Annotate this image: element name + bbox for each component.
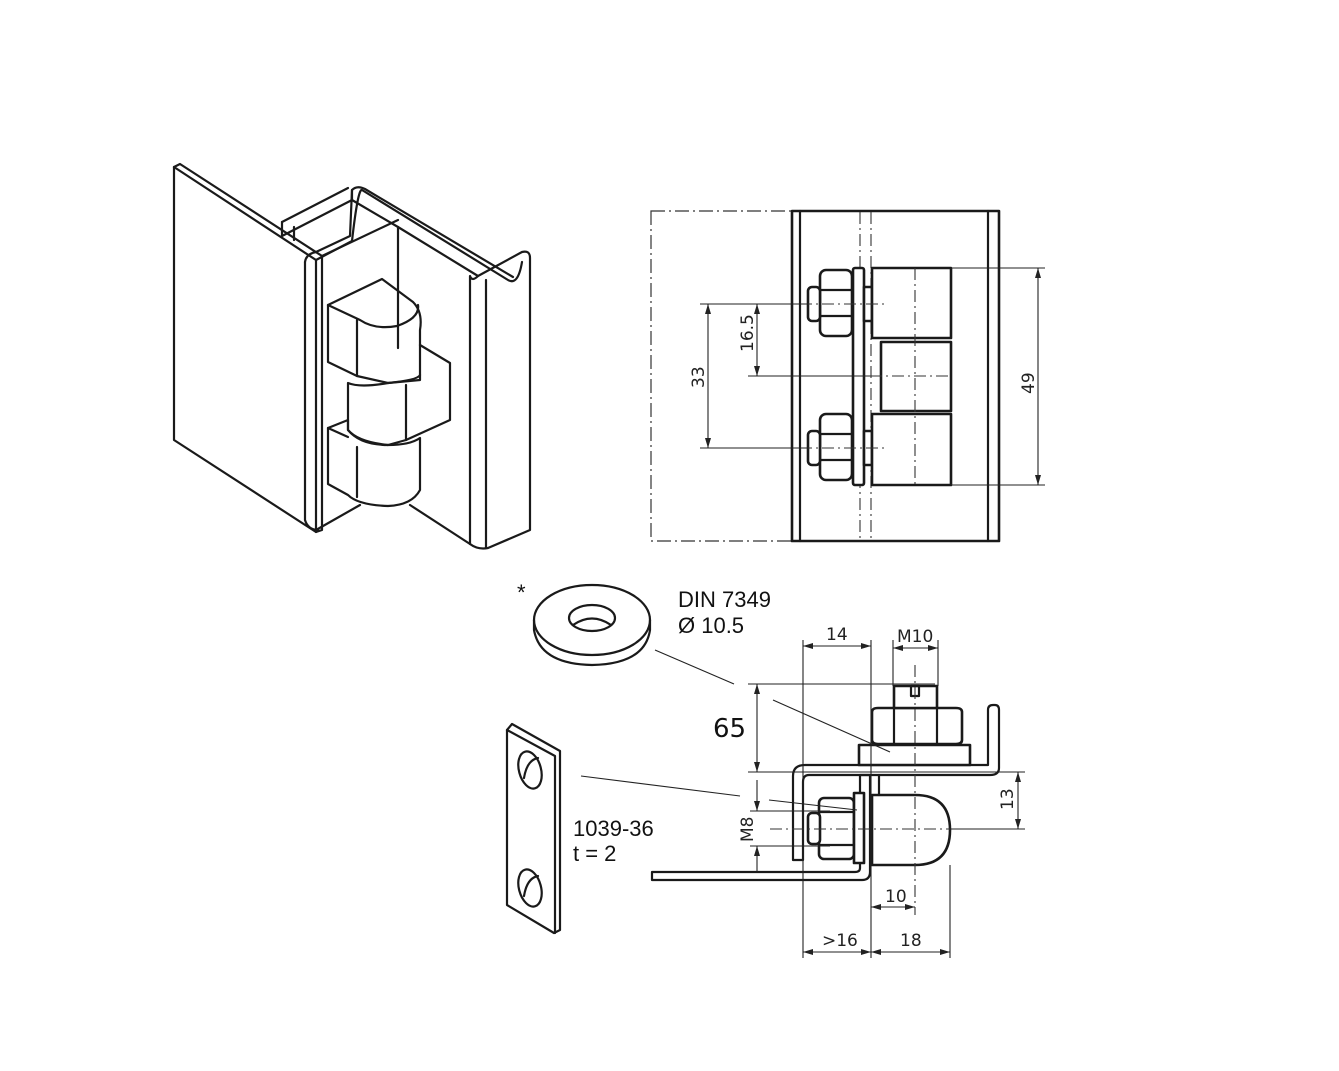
dim-min-16: >16 <box>822 931 858 951</box>
dim-thread-m10: M10 <box>897 627 933 647</box>
dim-pitch: 33 <box>689 366 709 388</box>
plate-thickness: t = 2 <box>573 841 616 866</box>
section-view: 14 M10 65 M8 13 10 >16 18 <box>650 625 1025 958</box>
dim-height: 49 <box>1019 372 1039 394</box>
isometric-hinge-view <box>172 162 532 550</box>
plate-part-number: 1039-36 <box>573 816 654 841</box>
dim-overall-65: 65 <box>713 714 746 744</box>
dim-thread-m8: M8 <box>738 817 758 842</box>
dim-width-18: 18 <box>900 931 922 951</box>
plate-detail: 1039-36 t = 2 <box>505 722 741 935</box>
dim-pitch-half: 16.5 <box>738 314 758 352</box>
washer-standard: DIN 7349 <box>678 587 771 612</box>
dim-width-14: 14 <box>826 625 848 645</box>
dim-offset-13: 13 <box>998 788 1018 810</box>
front-view: 33 16.5 49 <box>650 209 1045 543</box>
washer-diameter: Ø 10.5 <box>678 613 744 638</box>
dim-offset-10: 10 <box>885 887 907 907</box>
washer-detail: * DIN 7349 Ø 10.5 <box>517 580 771 685</box>
washer-marker: * <box>517 580 526 605</box>
